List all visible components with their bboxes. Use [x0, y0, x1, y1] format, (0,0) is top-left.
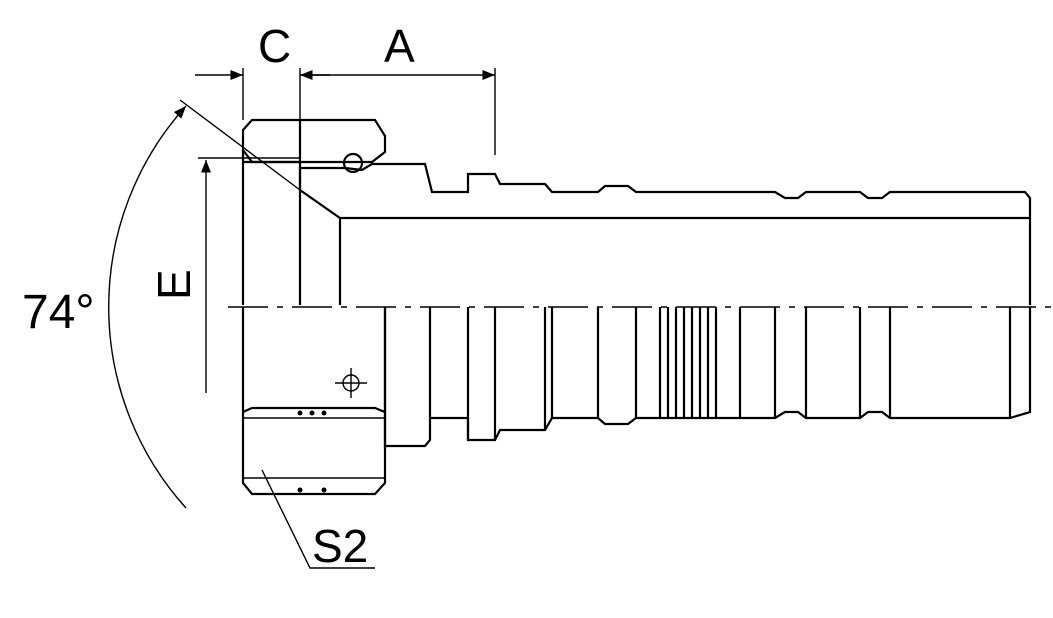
datum-symbol — [335, 368, 367, 398]
dim-label-s2: S2 — [312, 520, 368, 572]
hex-mark — [297, 487, 303, 493]
dim-label-c: C — [258, 20, 291, 72]
dim-label-a: A — [384, 20, 415, 72]
shank-rings — [466, 307, 1012, 440]
angle-ref-line — [179, 99, 301, 191]
shank-lower-outline — [430, 307, 1032, 442]
collar — [383, 307, 432, 448]
o-ring — [342, 152, 364, 174]
nut-hex-flat-line — [242, 406, 386, 414]
angle-arc — [108, 105, 187, 509]
s2-leader — [261, 469, 375, 569]
nut-hex-lower — [241, 307, 387, 496]
hex-mark — [321, 410, 327, 416]
dim-label-e: E — [148, 269, 200, 300]
angle-label: 74° — [22, 286, 95, 339]
hex-mark — [321, 487, 327, 493]
body-section — [298, 162, 1032, 220]
hex-mark — [297, 410, 303, 416]
hex-mark — [309, 410, 315, 416]
nut-section — [241, 118, 387, 164]
